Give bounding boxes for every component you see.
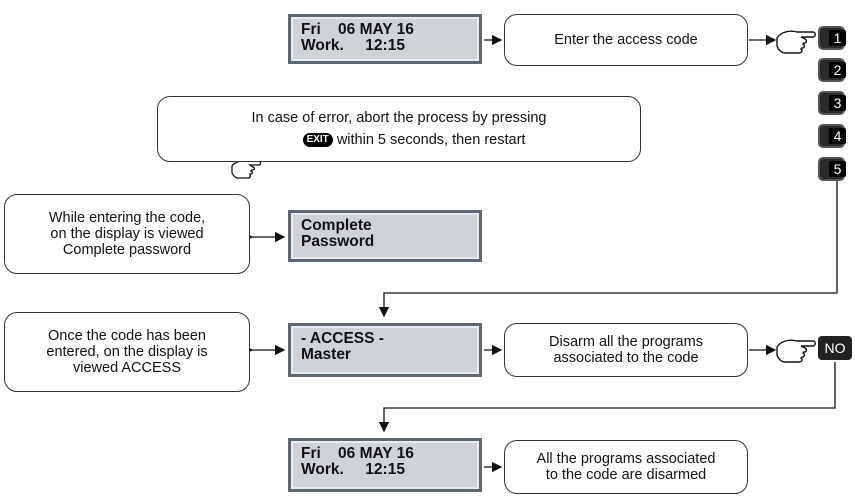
final-note-line: All the programs associated <box>536 451 716 467</box>
key-label: 5 <box>829 161 846 177</box>
disarm-note-box: Disarm all the programs associated to th… <box>504 323 748 377</box>
display-screen-3: - ACCESS - Master <box>288 323 482 377</box>
entering-note-box: While entering the code, on the display … <box>4 194 250 274</box>
disarm-note-line: Disarm all the programs <box>549 334 703 350</box>
key-label: 4 <box>829 128 846 144</box>
screen-line: Fri 06 MAY 16 <box>301 445 414 462</box>
entering-note-line: on the display is viewed <box>50 226 204 242</box>
screen-line: - ACCESS - <box>301 330 384 347</box>
screen-line: Password <box>301 233 375 250</box>
pointing-hand-icon <box>776 339 816 363</box>
key-label: 2 <box>829 62 846 78</box>
entered-note-line: viewed ACCESS <box>73 360 181 376</box>
error-note-line1: In case of error, abort the process by p… <box>251 110 547 126</box>
display-screen-1: Fri 06 MAY 16 Work. 12:15 <box>288 14 482 64</box>
entered-note-box: Once the code has been entered, on the d… <box>4 312 250 392</box>
pointing-hand-icon <box>776 30 816 54</box>
exit-key-icon: EXIT <box>302 133 333 148</box>
disarm-note-line: associated to the code <box>553 350 699 366</box>
final-note-box: All the programs associated to the code … <box>504 440 748 494</box>
entering-note-line: Complete password <box>62 242 192 258</box>
screen-line: Work. 12:15 <box>301 37 405 54</box>
key-label: 3 <box>829 95 846 111</box>
display-screen-2: Complete Password <box>288 210 482 262</box>
key-1[interactable]: 1 <box>818 26 846 50</box>
enter-code-box: Enter the access code <box>504 14 748 66</box>
screen-line: Master <box>301 346 351 363</box>
key-3[interactable]: 3 <box>818 91 846 115</box>
display-screen-4: Fri 06 MAY 16 Work. 12:15 <box>288 438 482 492</box>
final-note-line: to the code are disarmed <box>545 467 707 483</box>
screen-line: Fri 06 MAY 16 <box>301 21 414 38</box>
error-note-line2-wrap: EXIT within 5 seconds, then restart <box>273 132 526 148</box>
screen-line: Work. 12:15 <box>301 461 405 478</box>
entered-note-line: entered, on the display is <box>46 344 208 360</box>
entered-note-line: Once the code has been <box>47 328 206 344</box>
arrow-keys-to-screen3 <box>378 178 838 318</box>
arrow-no-to-screen4 <box>378 362 836 433</box>
key-5[interactable]: 5 <box>818 157 846 181</box>
screen-line: Complete <box>301 217 372 234</box>
key-4[interactable]: 4 <box>818 124 846 148</box>
error-note-line2: within 5 seconds, then restart <box>332 132 526 148</box>
key-label: 1 <box>829 30 846 46</box>
entering-note-line: While entering the code, <box>48 210 206 226</box>
error-note-box: In case of error, abort the process by p… <box>157 96 641 162</box>
enter-code-text: Enter the access code <box>554 32 698 48</box>
key-2[interactable]: 2 <box>818 58 846 82</box>
pointing-hand-icon <box>231 160 262 179</box>
no-key[interactable]: NO <box>818 336 852 360</box>
